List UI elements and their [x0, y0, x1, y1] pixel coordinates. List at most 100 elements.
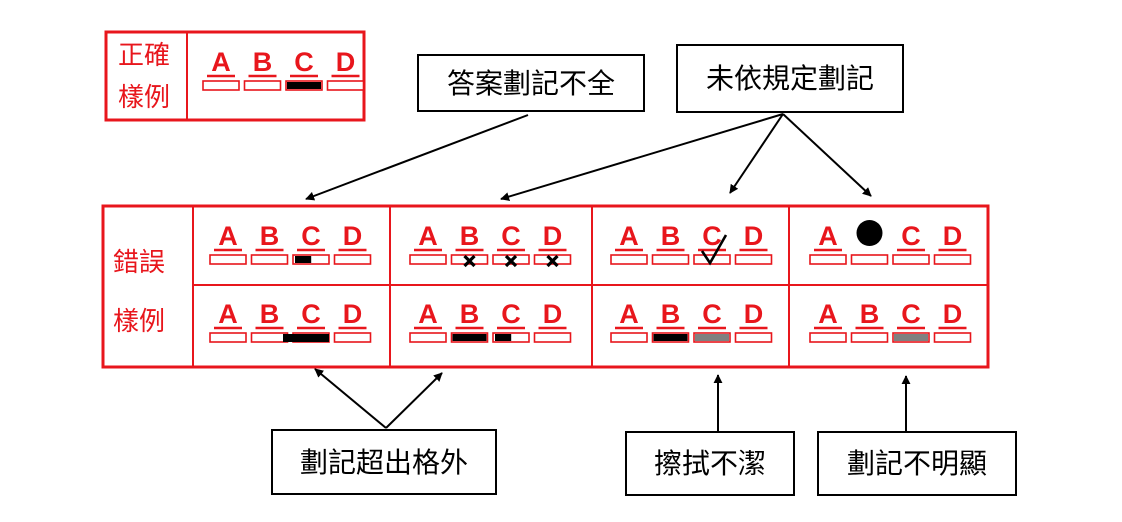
- answer-bubble-b: [250, 332, 289, 343]
- answer-bubble-d: [326, 80, 365, 91]
- cross-mark-icon: [504, 254, 518, 268]
- option-letter-b: B: [260, 221, 280, 251]
- arrows: [305, 113, 911, 431]
- option-letter-d: D: [343, 299, 363, 329]
- answer-bubble-b: [850, 332, 889, 343]
- option-letter-a: A: [619, 221, 639, 251]
- callout-faint-box: [817, 431, 1017, 496]
- partial-mark: [295, 256, 312, 263]
- option-letter-b: B: [260, 299, 280, 329]
- arrow-icon: [314, 368, 387, 429]
- answer-bubble-d: [933, 254, 972, 265]
- callout-incomplete-box: [417, 54, 645, 112]
- option-letter-a: A: [619, 299, 639, 329]
- answer-bubble-b: [250, 254, 289, 265]
- option-letter-b: B: [460, 221, 480, 251]
- answer-bubble-a: [409, 254, 447, 265]
- callout-incomplete: 答案劃記不全: [417, 54, 645, 112]
- answer-bubble-a: [809, 332, 847, 343]
- wrong-legend-line1: 錯誤: [113, 248, 165, 278]
- wrong-examples-frame: [101, 204, 990, 369]
- option-letter-b: B: [253, 47, 273, 77]
- filled-mark: [894, 334, 928, 341]
- option-letter-d: D: [943, 299, 963, 329]
- overflow-mark: [283, 334, 329, 342]
- option-letter-c: C: [901, 221, 921, 251]
- option-letter-a: A: [218, 221, 238, 251]
- answer-bubble-b: [243, 80, 282, 91]
- option-letter-c: C: [901, 299, 921, 329]
- option-letter-d: D: [336, 47, 356, 77]
- callout-improper-text: 未依規定劃記: [706, 62, 874, 95]
- option-letter-b: B: [661, 221, 681, 251]
- wrong-legend-line2: 樣例: [113, 307, 165, 337]
- callout-faint: 劃記不明顯: [817, 431, 1017, 496]
- option-letter-b: B: [661, 299, 681, 329]
- option-letter-b: B: [460, 299, 480, 329]
- answer-bubble-d: [533, 332, 572, 343]
- option-letter-c: C: [301, 221, 321, 251]
- answer-bubble-d: [933, 332, 972, 343]
- callout-incomplete-text: 答案劃記不全: [447, 67, 615, 100]
- callout-outside-box: [271, 429, 497, 495]
- callout-improper-box: [676, 44, 904, 113]
- option-letter-d: D: [543, 299, 563, 329]
- callout-improper: 未依規定劃記: [676, 44, 904, 113]
- check-mark-icon: [700, 234, 728, 266]
- callout-unclean-box: [625, 431, 795, 496]
- filled-mark: [452, 334, 487, 341]
- callout-unclean-text: 擦拭不潔: [654, 447, 766, 480]
- answer-bubble-c: [892, 254, 930, 265]
- option-letter-d: D: [343, 221, 363, 251]
- option-letter-c: C: [294, 47, 314, 77]
- option-letter-a: A: [818, 299, 838, 329]
- filled-circle-icon: [856, 220, 883, 246]
- option-letter-d: D: [543, 221, 563, 251]
- partial-mark: [495, 334, 512, 341]
- correct-legend-line2: 樣例: [118, 83, 170, 113]
- option-letter-d: D: [943, 221, 963, 251]
- option-letter-c: C: [501, 299, 521, 329]
- option-letter-a: A: [418, 299, 438, 329]
- answer-bubble-b: [850, 254, 889, 265]
- arrow-icon: [385, 372, 443, 429]
- callout-unclean: 擦拭不潔: [625, 431, 795, 496]
- option-letter-a: A: [211, 47, 231, 77]
- arrow-icon: [729, 113, 784, 194]
- option-letter-b: B: [860, 299, 880, 329]
- answer-bubble-d: [734, 254, 773, 265]
- answer-bubble-a: [202, 80, 240, 91]
- correct-legend-line1: 正確: [118, 41, 170, 71]
- answer-bubble-a: [209, 254, 247, 265]
- option-letter-c: C: [702, 221, 722, 251]
- filled-mark: [653, 334, 688, 341]
- answer-bubble-b: [651, 254, 690, 265]
- filled-mark: [695, 334, 729, 341]
- option-letter-a: A: [418, 221, 438, 251]
- arrow-icon: [500, 113, 784, 201]
- answer-bubble-d: [734, 332, 773, 343]
- cross-mark-icon: [463, 254, 476, 268]
- answer-bubble-d: [333, 332, 372, 343]
- answer-bubble-a: [409, 332, 447, 343]
- correct-example-frame: [104, 30, 366, 122]
- arrow-icon: [305, 114, 529, 201]
- callout-outside: 劃記超出格外: [271, 429, 497, 495]
- callout-faint-text: 劃記不明顯: [847, 447, 987, 480]
- answer-bubble-a: [809, 254, 847, 265]
- answer-bubble-a: [209, 332, 247, 343]
- answer-bubble-a: [610, 332, 648, 343]
- option-letter-a: A: [218, 299, 238, 329]
- option-letter-c: C: [702, 299, 722, 329]
- arrow-icon: [782, 113, 872, 197]
- callout-outside-text: 劃記超出格外: [300, 446, 468, 479]
- answer-bubble-d: [333, 254, 372, 265]
- answer-bubble-a: [610, 254, 648, 265]
- cross-mark-icon: [546, 254, 559, 268]
- filled-mark: [287, 82, 321, 89]
- option-letter-a: A: [818, 221, 838, 251]
